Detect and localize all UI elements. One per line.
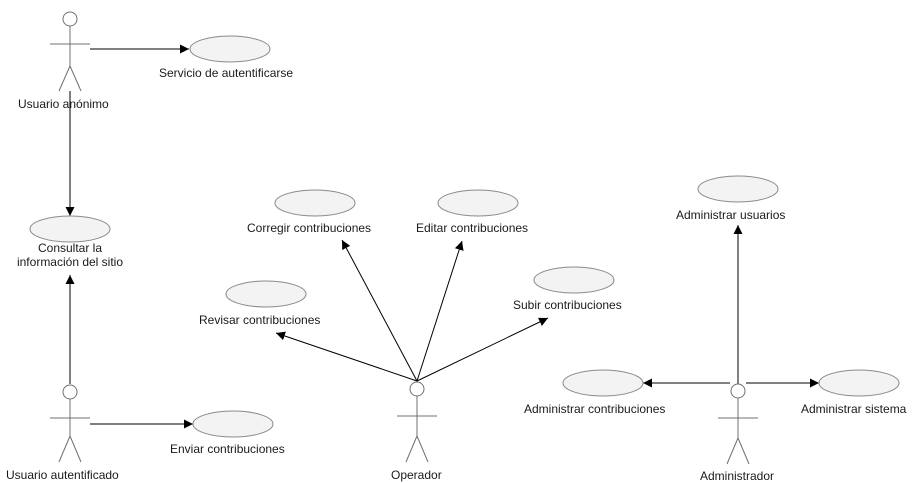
uc-subir-ellipse[interactable]	[533, 266, 615, 294]
uc-consultar-ellipse[interactable]	[29, 215, 111, 243]
assoc-operador-editar	[416, 240, 464, 382]
uc-enviar-ellipse[interactable]	[192, 410, 274, 438]
uc-adm-sistema-label: Administrar sistema	[801, 402, 907, 416]
uc-servicio-label: Servicio de autentificarse	[159, 66, 294, 80]
uc-editar-label: Editar contribuciones	[416, 221, 529, 235]
assoc-operador-subir	[416, 317, 549, 382]
uc-subir-label: Subir contribuciones	[513, 298, 622, 312]
uc-editar-ellipse[interactable]	[437, 189, 519, 217]
uc-enviar-label: Enviar contribuciones	[170, 442, 285, 456]
uc-adm-usuarios-label: Administrar usuarios	[676, 208, 786, 222]
uc-corregir-label: Corregir contribuciones	[247, 221, 372, 235]
uc-adm-usuarios-ellipse[interactable]	[697, 175, 779, 203]
actor-auth-figure[interactable]	[50, 384, 90, 463]
actor-operador-figure[interactable]	[397, 381, 437, 463]
uc-corregir-ellipse[interactable]	[274, 189, 356, 217]
uc-revisar-ellipse[interactable]	[225, 280, 307, 308]
actor-admin-figure[interactable]	[718, 383, 758, 465]
use-case-ellipses	[29, 35, 900, 438]
uc-adm-sistema-ellipse[interactable]	[818, 369, 900, 397]
uc-revisar-label: Revisar contribuciones	[199, 313, 321, 327]
actor-operador-label: Operador	[391, 468, 442, 482]
assoc-operador-corregir	[341, 239, 418, 382]
actor-anon-figure[interactable]	[50, 11, 90, 92]
uc-consultar-label: Consultar la información del sitio	[16, 241, 124, 269]
actor-auth-label: Usuario autentificado	[6, 468, 119, 482]
uc-servicio-ellipse[interactable]	[189, 35, 271, 63]
uc-adm-contrib-ellipse[interactable]	[562, 369, 644, 397]
uc-adm-contrib-label: Administrar contribuciones	[524, 402, 666, 416]
associations	[65, 44, 819, 429]
actor-anon-label: Usuario anónimo	[18, 97, 109, 111]
actor-admin-label: Administrador	[700, 469, 775, 483]
assoc-operador-revisar	[275, 331, 418, 382]
